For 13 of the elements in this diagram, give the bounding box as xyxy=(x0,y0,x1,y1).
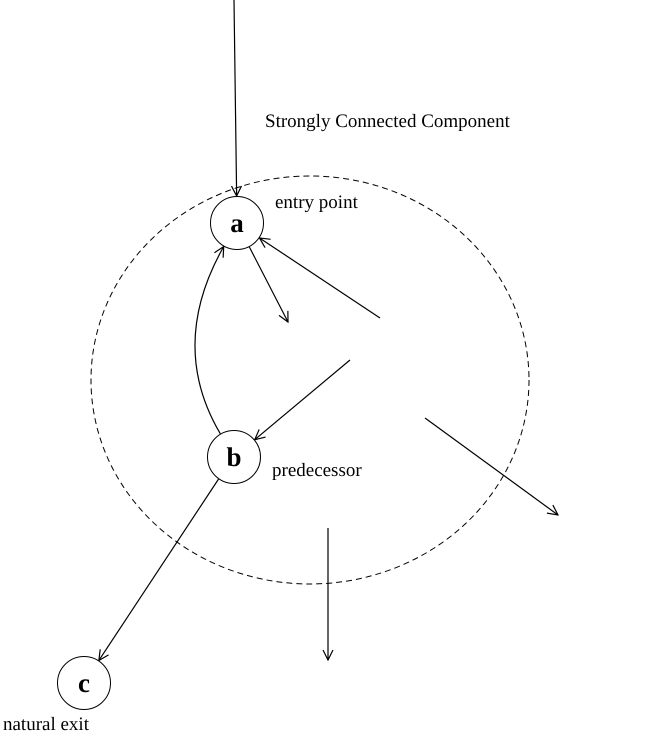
arrow xyxy=(258,237,380,318)
node-label: a xyxy=(230,210,244,236)
node-label: b xyxy=(226,444,242,470)
node-label: c xyxy=(78,670,90,696)
region-title: Strongly Connected Component xyxy=(265,112,510,133)
arrow xyxy=(194,246,224,434)
arrow xyxy=(230,0,242,197)
arrow xyxy=(254,360,350,440)
node-caption: natural exit xyxy=(3,715,89,736)
node-caption: entry point xyxy=(275,193,358,214)
node-caption: predecessor xyxy=(272,461,362,482)
arrow xyxy=(98,478,220,662)
arrow xyxy=(248,246,289,323)
